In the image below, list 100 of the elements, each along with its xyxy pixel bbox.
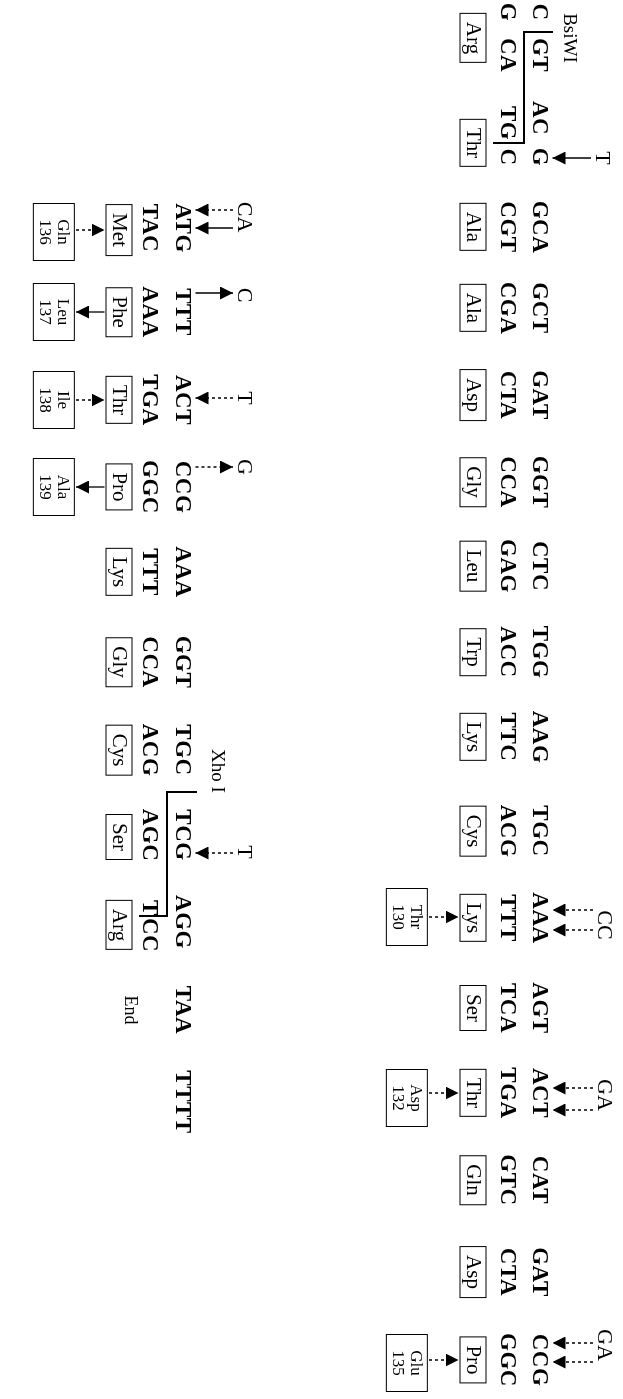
stop-label: End bbox=[122, 995, 140, 1025]
mutation-arrow bbox=[194, 460, 234, 474]
amino-acid-box: Met bbox=[105, 204, 133, 256]
codon: AGC bbox=[138, 808, 162, 862]
substitution-base: GA bbox=[594, 1079, 616, 1111]
codon: TCG bbox=[171, 809, 195, 861]
mutation-arrow bbox=[194, 221, 234, 235]
mutation-arrow bbox=[428, 1086, 460, 1100]
codon: AAA bbox=[138, 286, 162, 338]
mutation-arrow bbox=[551, 923, 594, 937]
codon: CA bbox=[496, 37, 520, 73]
substitution-base: T bbox=[592, 151, 614, 165]
codon: TAA bbox=[171, 985, 195, 1035]
amino-acid-box: Arg bbox=[105, 899, 133, 951]
codon: GAG bbox=[496, 539, 520, 593]
codon: CTA bbox=[496, 370, 520, 420]
codon: TTC bbox=[496, 712, 520, 762]
codon: TTT bbox=[171, 288, 195, 336]
amino-acid-box: Leu bbox=[459, 540, 487, 592]
codon: GGT bbox=[171, 635, 195, 689]
codon: GT bbox=[528, 37, 552, 73]
codon: AGG bbox=[171, 895, 195, 949]
codon: ATG bbox=[171, 203, 195, 253]
codon: GAT bbox=[528, 1247, 552, 1297]
amino-acid-box: Ala bbox=[459, 202, 487, 252]
enzyme-name: Xho I bbox=[208, 749, 228, 793]
codon: CCA bbox=[496, 456, 520, 508]
codon: CGA bbox=[496, 281, 520, 335]
codon: TAC bbox=[138, 203, 162, 253]
mutant-residue-box: Asp 132 bbox=[386, 1069, 428, 1127]
codon: TGC bbox=[171, 724, 195, 776]
codon: G bbox=[528, 147, 552, 167]
codon: CC bbox=[138, 917, 162, 953]
amino-acid-box: Thr bbox=[105, 375, 133, 425]
mutation-arrow bbox=[194, 846, 234, 860]
mutant-residue-box: Leu 137 bbox=[33, 283, 75, 341]
substitution-base: G bbox=[234, 459, 256, 475]
mutation-arrow bbox=[75, 223, 106, 237]
codon: GCA bbox=[528, 200, 552, 254]
codon: AAA bbox=[171, 546, 195, 598]
mutant-residue-box: Gln 136 bbox=[33, 203, 75, 261]
codon: ACC bbox=[496, 626, 520, 678]
mutation-arrow bbox=[428, 910, 460, 924]
mutation-arrow bbox=[194, 391, 234, 405]
codon: C bbox=[496, 148, 520, 166]
codon: T bbox=[138, 900, 162, 916]
amino-acid-box: Phe bbox=[105, 287, 133, 337]
amino-acid-box: Lys bbox=[459, 712, 487, 762]
mutation-arrow bbox=[551, 1355, 594, 1369]
amino-acid-box: Arg bbox=[459, 12, 487, 64]
codon: GTC bbox=[496, 1154, 520, 1206]
codon: AAA bbox=[528, 892, 552, 944]
amino-acid-box: Asp bbox=[459, 369, 487, 421]
codon: CCG bbox=[171, 460, 195, 514]
mutant-residue-box: Glu 135 bbox=[386, 1334, 428, 1392]
codon: AGT bbox=[528, 982, 552, 1034]
codon: ACT bbox=[171, 374, 195, 426]
codon: TG bbox=[496, 105, 520, 141]
mutation-arrow bbox=[428, 1353, 460, 1367]
amino-acid-box: Ala bbox=[459, 283, 487, 333]
codon: GGC bbox=[496, 1333, 520, 1387]
substitution-base: CC bbox=[594, 910, 616, 940]
codon: ACG bbox=[138, 723, 162, 777]
enzyme-name: BsiWI bbox=[560, 13, 580, 63]
amino-acid-box: Gly bbox=[459, 457, 487, 507]
amino-acid-box: Cys bbox=[459, 805, 487, 857]
substitution-base: CA bbox=[234, 201, 256, 233]
amino-acid-box: Lys bbox=[459, 893, 487, 943]
mutation-arrow bbox=[551, 1103, 594, 1117]
amino-acid-box: Trp bbox=[459, 628, 487, 676]
codon: CTA bbox=[496, 1247, 520, 1297]
codon: TCA bbox=[496, 982, 520, 1034]
codon: TGA bbox=[138, 374, 162, 426]
codon: G bbox=[496, 2, 520, 22]
amino-acid-box: Cys bbox=[105, 724, 133, 776]
mutation-arrow bbox=[194, 286, 234, 300]
codon: GAT bbox=[528, 370, 552, 420]
amino-acid-box: Pro bbox=[105, 463, 133, 511]
mutation-arrow bbox=[551, 1081, 594, 1095]
codon: TGG bbox=[528, 625, 552, 679]
amino-acid-box: Thr bbox=[459, 1068, 487, 1118]
amino-acid-box: Pro bbox=[459, 1336, 487, 1384]
substitution-base: C bbox=[234, 287, 256, 303]
codon: TTTT bbox=[171, 1070, 195, 1134]
codon: ACG bbox=[496, 804, 520, 858]
amino-acid-box: Gln bbox=[459, 1155, 487, 1205]
codon: GCT bbox=[528, 282, 552, 334]
mutation-arrow bbox=[75, 393, 106, 407]
mutation-arrow bbox=[551, 903, 594, 917]
codon: C bbox=[528, 3, 552, 21]
mutant-residue-box: Thr 130 bbox=[386, 888, 428, 946]
amino-acid-box: Lys bbox=[105, 547, 133, 597]
codon: CAT bbox=[528, 1155, 552, 1205]
substitution-base: T bbox=[234, 845, 256, 859]
mutation-arrow bbox=[75, 480, 106, 494]
codon: CGT bbox=[496, 201, 520, 253]
codon: GGT bbox=[528, 455, 552, 509]
amino-acid-box: Ser bbox=[105, 814, 133, 860]
codon: TGC bbox=[528, 805, 552, 857]
substitution-base: T bbox=[234, 391, 256, 405]
